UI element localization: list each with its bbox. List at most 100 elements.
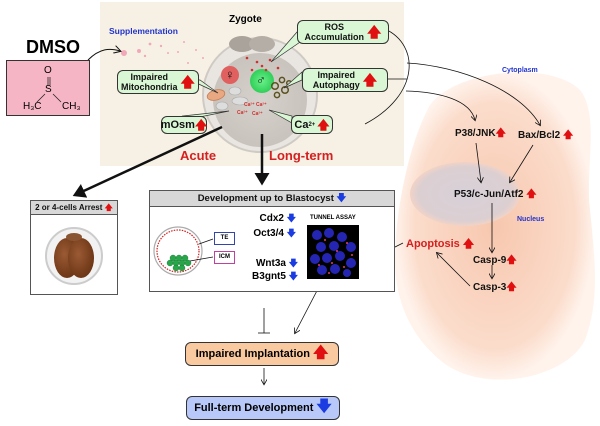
supplementation-dots	[121, 41, 204, 64]
arrow-p38-to-p53	[475, 142, 481, 182]
node-text: P38/JNK	[455, 128, 496, 139]
supplementation-label: Supplementation	[109, 26, 178, 36]
icm-label: ICM	[214, 251, 235, 264]
down-arrow-icon: 🡇	[288, 271, 298, 281]
te-label: TE	[214, 232, 235, 245]
gene-name: B3gnt5	[252, 271, 286, 282]
down-arrow-icon: 🡇	[336, 193, 347, 204]
gene-name: Oct3/4	[253, 228, 284, 239]
node-text: Apoptosis	[406, 238, 460, 250]
gene-cdx2: Cdx2 🡇	[248, 211, 297, 226]
up-arrow-icon: 🡅	[104, 203, 113, 212]
polar-body	[229, 36, 255, 52]
gene-name: Wnt3a	[255, 258, 286, 269]
tunnel-assay-label: TUNNEL ASSAY	[310, 215, 356, 221]
long-term-label: Long-term	[269, 148, 334, 163]
apoptosis-node: Apoptosis 🡅	[406, 235, 474, 254]
ros-dots	[245, 56, 280, 72]
node-text: P53/c-Jun/Atf2	[454, 189, 524, 200]
up-arrow-icon: 🡅	[362, 72, 378, 88]
dmso-structure-box: O S H₃C CH₃	[6, 60, 90, 116]
atom-o: O	[44, 65, 52, 76]
mitochondrion	[231, 96, 249, 106]
mitochondrion-damaged	[206, 89, 226, 101]
dmso-title: DMSO	[26, 37, 80, 57]
down-arrow-icon: 🡇	[288, 258, 298, 268]
up-arrow-icon: 🡅	[563, 130, 574, 141]
up-arrow-icon: 🡅	[367, 24, 382, 40]
calcium-ion: Ca²⁺	[252, 111, 263, 117]
arrow-acute	[72, 125, 223, 198]
callout-text: Impaired	[317, 70, 356, 80]
arrow-dmso-to-zygote	[87, 49, 120, 61]
up-arrow-icon: 🡅	[495, 128, 506, 139]
gene-b3gnt5: B3gnt5 🡇	[246, 270, 298, 283]
callout-mosm: mOsm 🡅	[161, 116, 207, 134]
down-arrow-icon: 🡇	[316, 397, 332, 415]
up-arrow-icon: 🡅	[312, 343, 329, 361]
down-arrow-icon: 🡇	[286, 228, 296, 238]
gene-oct34: Oct3/4 🡇	[248, 226, 296, 241]
male-pronucleus	[250, 69, 274, 93]
down-arrow-icon: 🡇	[286, 213, 296, 223]
impaired-implantation-box: Impaired Implantation 🡅	[185, 342, 339, 366]
up-arrow-icon: 🡅	[317, 117, 330, 132]
blastocyst-box-title: Development up to Blastocyst 🡇	[150, 191, 394, 207]
callout-text: Impaired	[130, 72, 169, 82]
blastocyst-title-text: Development up to Blastocyst	[197, 193, 334, 204]
acute-label: Acute	[180, 148, 217, 163]
up-arrow-icon: 🡅	[506, 255, 517, 266]
callout-superscript: 2+	[308, 121, 316, 128]
node-text: Casp-9	[473, 255, 507, 266]
arrest-box: 2 or 4-cells Arrest 🡅	[30, 200, 118, 295]
methyl-right: CH₃	[62, 101, 81, 112]
callout-text: Accumulation	[304, 32, 365, 42]
outcome-text: Full-term Development	[194, 402, 314, 414]
p38-jnk-node: P38/JNK🡅	[455, 126, 506, 143]
up-arrow-icon: 🡅	[506, 282, 517, 293]
atom-s: S	[45, 84, 52, 95]
arrest-box-title: 2 or 4-cells Arrest 🡅	[31, 201, 117, 215]
outcome-text: Impaired Implantation	[195, 348, 310, 360]
female-symbol: ♀	[225, 67, 235, 82]
calcium-ion: Ca²⁺	[237, 110, 248, 116]
gene-wnt3a: Wnt3a 🡇	[246, 257, 298, 270]
nucleus-shape	[410, 162, 520, 226]
genes-bottom: Wnt3a 🡇 B3gnt5 🡇	[246, 257, 298, 283]
cytoplasm-label: Cytoplasm	[502, 67, 538, 74]
arrest-title-text: 2 or 4-cells Arrest	[35, 203, 103, 212]
full-term-development-box: Full-term Development 🡇	[186, 396, 340, 420]
casp9-node: Casp-9🡅	[473, 253, 517, 270]
bax-bcl2-node: Bax/Bcl2 🡅	[518, 128, 573, 145]
callout-text: Ca	[294, 118, 309, 131]
node-text: Bax/Bcl2	[518, 130, 561, 141]
female-pronucleus	[221, 66, 239, 84]
arrow-casp3-to-apoptosis	[437, 253, 471, 287]
connector-bracket	[364, 28, 410, 125]
dmso-bonds	[36, 77, 62, 103]
blastocyst-illustration	[153, 226, 214, 276]
genes-top: Cdx2 🡇 Oct3/4 🡇	[248, 211, 296, 241]
callout-text: ROS	[324, 22, 345, 32]
mitochondrion	[215, 101, 229, 111]
calcium-ion: Ca²⁺	[256, 102, 267, 108]
up-arrow-icon: 🡅	[526, 189, 537, 200]
two-cell-embryo	[45, 227, 103, 285]
up-arrow-icon: 🡅	[462, 238, 475, 250]
up-arrow-icon: 🡅	[180, 74, 195, 90]
callout-text: mOsm	[160, 119, 195, 131]
arrow-bax-to-p53	[510, 144, 534, 182]
casp3-node: Casp-3🡅	[473, 280, 517, 297]
mitochondrion	[228, 86, 242, 96]
nucleus-label: Nucleus	[517, 216, 545, 223]
calcium-ion: Ca²⁺	[244, 102, 255, 108]
node-text: Casp-3	[473, 282, 507, 293]
male-symbol: ♂	[256, 72, 266, 87]
blastocyst-box: Development up to Blastocyst 🡇 TE ICM Cd…	[149, 190, 395, 292]
methyl-left: H₃C	[23, 101, 42, 112]
polar-body	[249, 36, 275, 52]
